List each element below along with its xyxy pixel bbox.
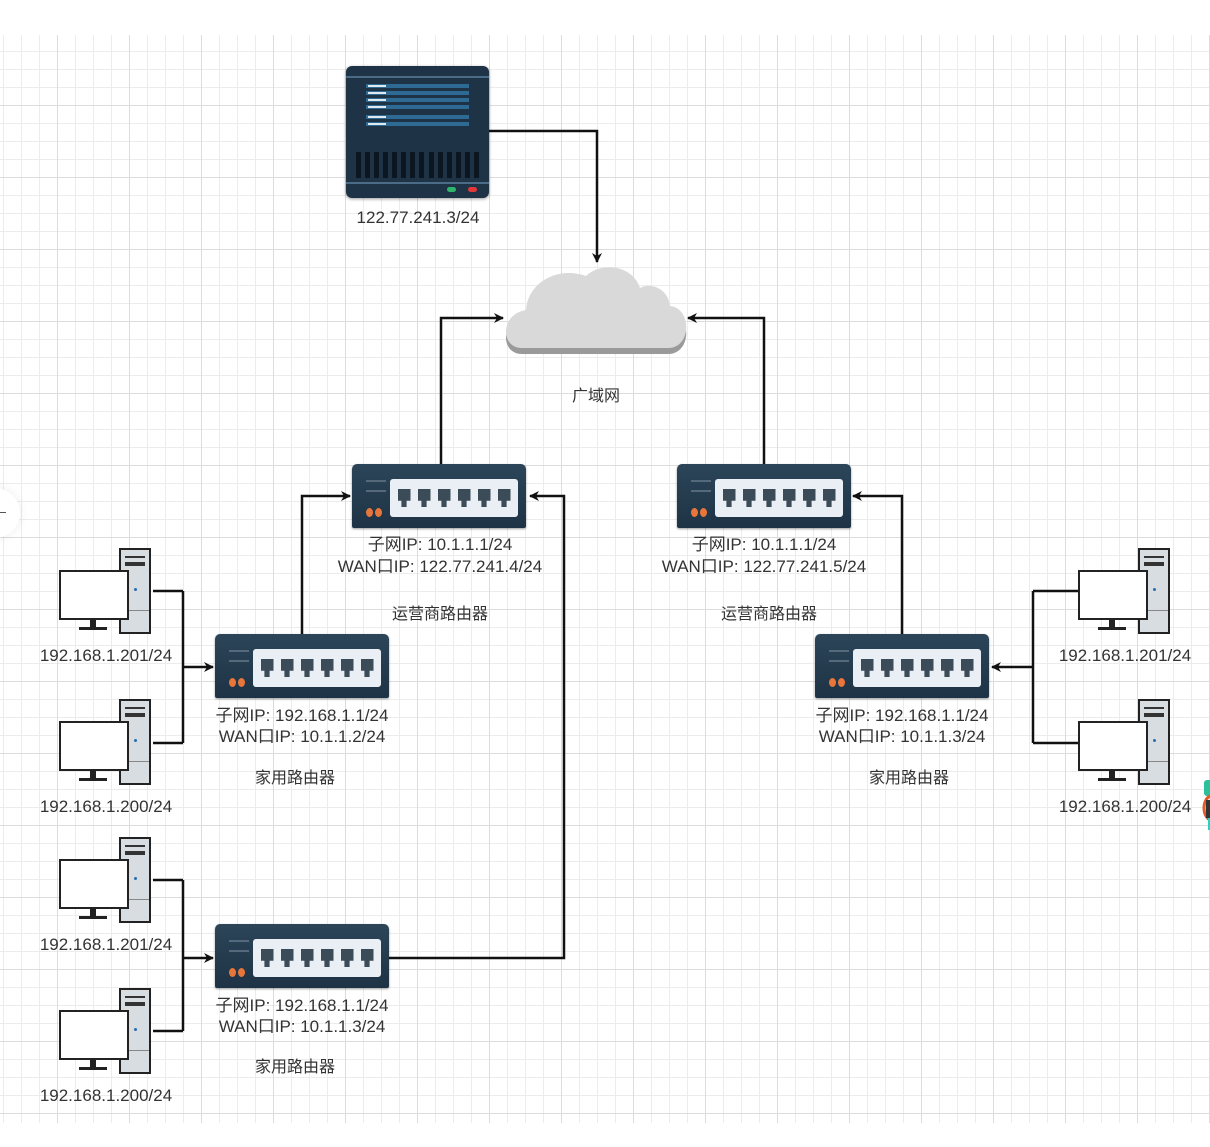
home-router-1-wan: WAN口IP: 10.1.1.2/24	[218, 727, 386, 746]
ethernet-ports	[853, 649, 981, 687]
status-led-green	[447, 187, 456, 192]
isp-router-1-subnet: 子网IP: 10.1.1.1/24	[367, 535, 513, 554]
isp-router-2-subnet: 子网IP: 10.1.1.1/24	[691, 535, 837, 554]
ethernet-ports	[253, 649, 381, 687]
led-icon	[229, 964, 247, 982]
home-router-1[interactable]	[215, 634, 389, 698]
home-router-3-wan: WAN口IP: 10.1.1.3/24	[818, 727, 986, 746]
monitor-icon	[1078, 570, 1148, 620]
pc-4[interactable]	[59, 988, 155, 1076]
led-icon	[366, 504, 384, 522]
pc-3[interactable]	[59, 837, 155, 925]
home-router-1-name: 家用路由器	[254, 770, 336, 787]
pc-6[interactable]	[1078, 699, 1174, 787]
isp-router-2-name: 运营商路由器	[720, 606, 818, 623]
home-router-2-wan: WAN口IP: 10.1.1.3/24	[218, 1017, 386, 1036]
server-ip-label: 122.77.241.3/24	[356, 208, 480, 227]
monitor-icon	[59, 859, 129, 909]
pc-5[interactable]	[1078, 548, 1174, 636]
isp-router-2[interactable]	[677, 464, 851, 528]
isp-router-1[interactable]	[352, 464, 526, 528]
pc-1-ip: 192.168.1.201/24	[39, 646, 173, 665]
home-router-3[interactable]	[815, 634, 989, 698]
monitor-icon	[59, 1010, 129, 1060]
ethernet-ports	[253, 939, 381, 977]
server-device[interactable]	[346, 66, 489, 198]
home-router-2-name: 家用路由器	[254, 1059, 336, 1076]
pc-2[interactable]	[59, 699, 155, 787]
home-router-3-subnet: 子网IP: 192.168.1.1/24	[815, 706, 989, 725]
ethernet-ports	[390, 479, 518, 517]
home-router-3-name: 家用路由器	[868, 770, 950, 787]
pc-1[interactable]	[59, 548, 155, 636]
led-icon	[691, 504, 709, 522]
home-router-2[interactable]	[215, 924, 389, 988]
led-icon	[229, 674, 247, 692]
isp-router-1-wan: WAN口IP: 122.77.241.4/24	[337, 557, 543, 576]
diagram-canvas[interactable]	[0, 35, 1210, 1123]
cloud-label: 广域网	[571, 388, 621, 405]
isp-router-1-name: 运营商路由器	[391, 606, 489, 623]
pc-2-ip: 192.168.1.200/24	[39, 797, 173, 816]
monitor-icon	[59, 570, 129, 620]
status-led-red	[468, 187, 477, 192]
pc-4-ip: 192.168.1.200/24	[39, 1086, 173, 1105]
isp-router-2-wan: WAN口IP: 122.77.241.5/24	[661, 557, 867, 576]
led-icon	[829, 674, 847, 692]
home-router-2-subnet: 子网IP: 192.168.1.1/24	[215, 996, 389, 1015]
home-router-1-subnet: 子网IP: 192.168.1.1/24	[215, 706, 389, 725]
pc-3-ip: 192.168.1.201/24	[39, 935, 173, 954]
side-panel-toggle[interactable]	[0, 488, 20, 538]
monitor-icon	[59, 721, 129, 771]
ethernet-ports	[715, 479, 843, 517]
monitor-icon	[1078, 721, 1148, 771]
assistant-avatar-icon[interactable]	[1200, 780, 1210, 830]
pc-6-ip: 192.168.1.200/24	[1058, 797, 1192, 816]
pc-5-ip: 192.168.1.201/24	[1058, 646, 1192, 665]
cloud-icon[interactable]	[500, 262, 692, 374]
collapse-icon	[0, 512, 6, 513]
